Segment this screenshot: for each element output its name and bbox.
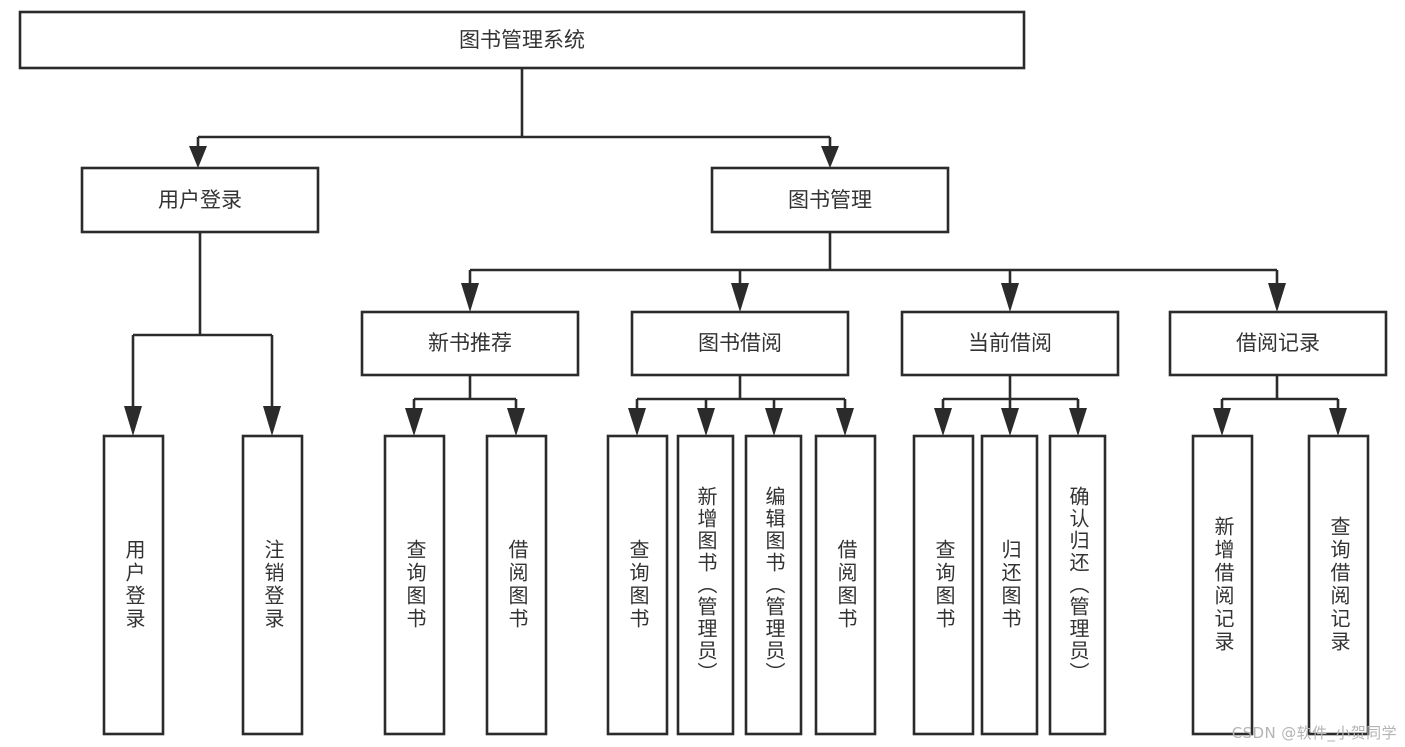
edges-layer xyxy=(124,68,1347,436)
node-root-box[interactable] xyxy=(18,10,1026,70)
arrowhead-book-mgmt xyxy=(821,146,839,168)
leaf-box-query-book-1[interactable] xyxy=(383,434,446,736)
node-borrow-record-box[interactable] xyxy=(1168,310,1388,377)
leaf-box-user-login[interactable] xyxy=(102,434,165,736)
arrowhead-user-login xyxy=(189,146,207,168)
leaf-box-logout[interactable] xyxy=(241,434,304,736)
arrowhead-borrow-record xyxy=(1268,283,1286,312)
leaf-box-add-borrow-record[interactable] xyxy=(1191,434,1254,736)
arrowhead-leaf-9 xyxy=(934,408,952,436)
node-new-book-rec-label: 新书推荐 xyxy=(428,331,512,355)
leaf-box-confirm-return-admin[interactable] xyxy=(1048,434,1107,736)
node-current-borrow-label: 当前借阅 xyxy=(968,331,1052,355)
arrowhead-leaf-8 xyxy=(836,408,854,436)
arrowhead-new-book-rec xyxy=(461,283,479,312)
arrowhead-leaf-7 xyxy=(765,408,783,436)
node-book-borrow-box[interactable] xyxy=(630,310,850,377)
node-new-book-rec-box[interactable] xyxy=(360,310,580,377)
arrowhead-leaf-13 xyxy=(1329,408,1347,436)
arrowhead-leaf-5 xyxy=(628,408,646,436)
leaf-box-borrow-book-2[interactable] xyxy=(814,434,877,736)
node-user-login-box[interactable] xyxy=(80,166,320,234)
node-root-label: 图书管理系统 xyxy=(459,28,585,52)
arrowhead-leaf-11 xyxy=(1069,408,1087,436)
node-book-mgmt-box[interactable] xyxy=(710,166,950,234)
leaf-box-add-book-admin[interactable] xyxy=(676,434,735,736)
leaf-box-return-book[interactable] xyxy=(980,434,1039,736)
arrowhead-leaf-1 xyxy=(124,406,142,436)
node-current-borrow-box[interactable] xyxy=(900,310,1120,377)
arrowhead-leaf-12 xyxy=(1213,408,1231,436)
arrowhead-leaf-3 xyxy=(405,408,423,436)
leaf-box-borrow-book-1[interactable] xyxy=(485,434,548,736)
nodes-layer: 图书管理系统 用户登录 图书管理 新书推荐 图书借阅 当前借阅 借阅记录 xyxy=(18,10,1388,736)
arrowhead-leaf-6 xyxy=(697,408,715,436)
leaf-box-edit-book-admin[interactable] xyxy=(744,434,803,736)
node-book-mgmt-label: 图书管理 xyxy=(788,188,872,212)
arrowhead-leaf-10 xyxy=(1001,408,1019,436)
arrowhead-leaf-4 xyxy=(507,408,525,436)
watermark-text: CSDN @软件_小贺同学 xyxy=(1231,724,1397,742)
leaf-box-query-book-2[interactable] xyxy=(606,434,669,736)
leaf-box-query-book-3[interactable] xyxy=(912,434,975,736)
node-book-borrow-label: 图书借阅 xyxy=(698,331,782,355)
arrowhead-leaf-2 xyxy=(263,406,281,436)
leaf-box-query-borrow-record[interactable] xyxy=(1307,434,1370,736)
arrowhead-book-borrow xyxy=(731,283,749,312)
arrowhead-current-borrow xyxy=(1001,283,1019,312)
node-borrow-record-label: 借阅记录 xyxy=(1236,331,1320,355)
node-user-login-label: 用户登录 xyxy=(158,188,242,212)
